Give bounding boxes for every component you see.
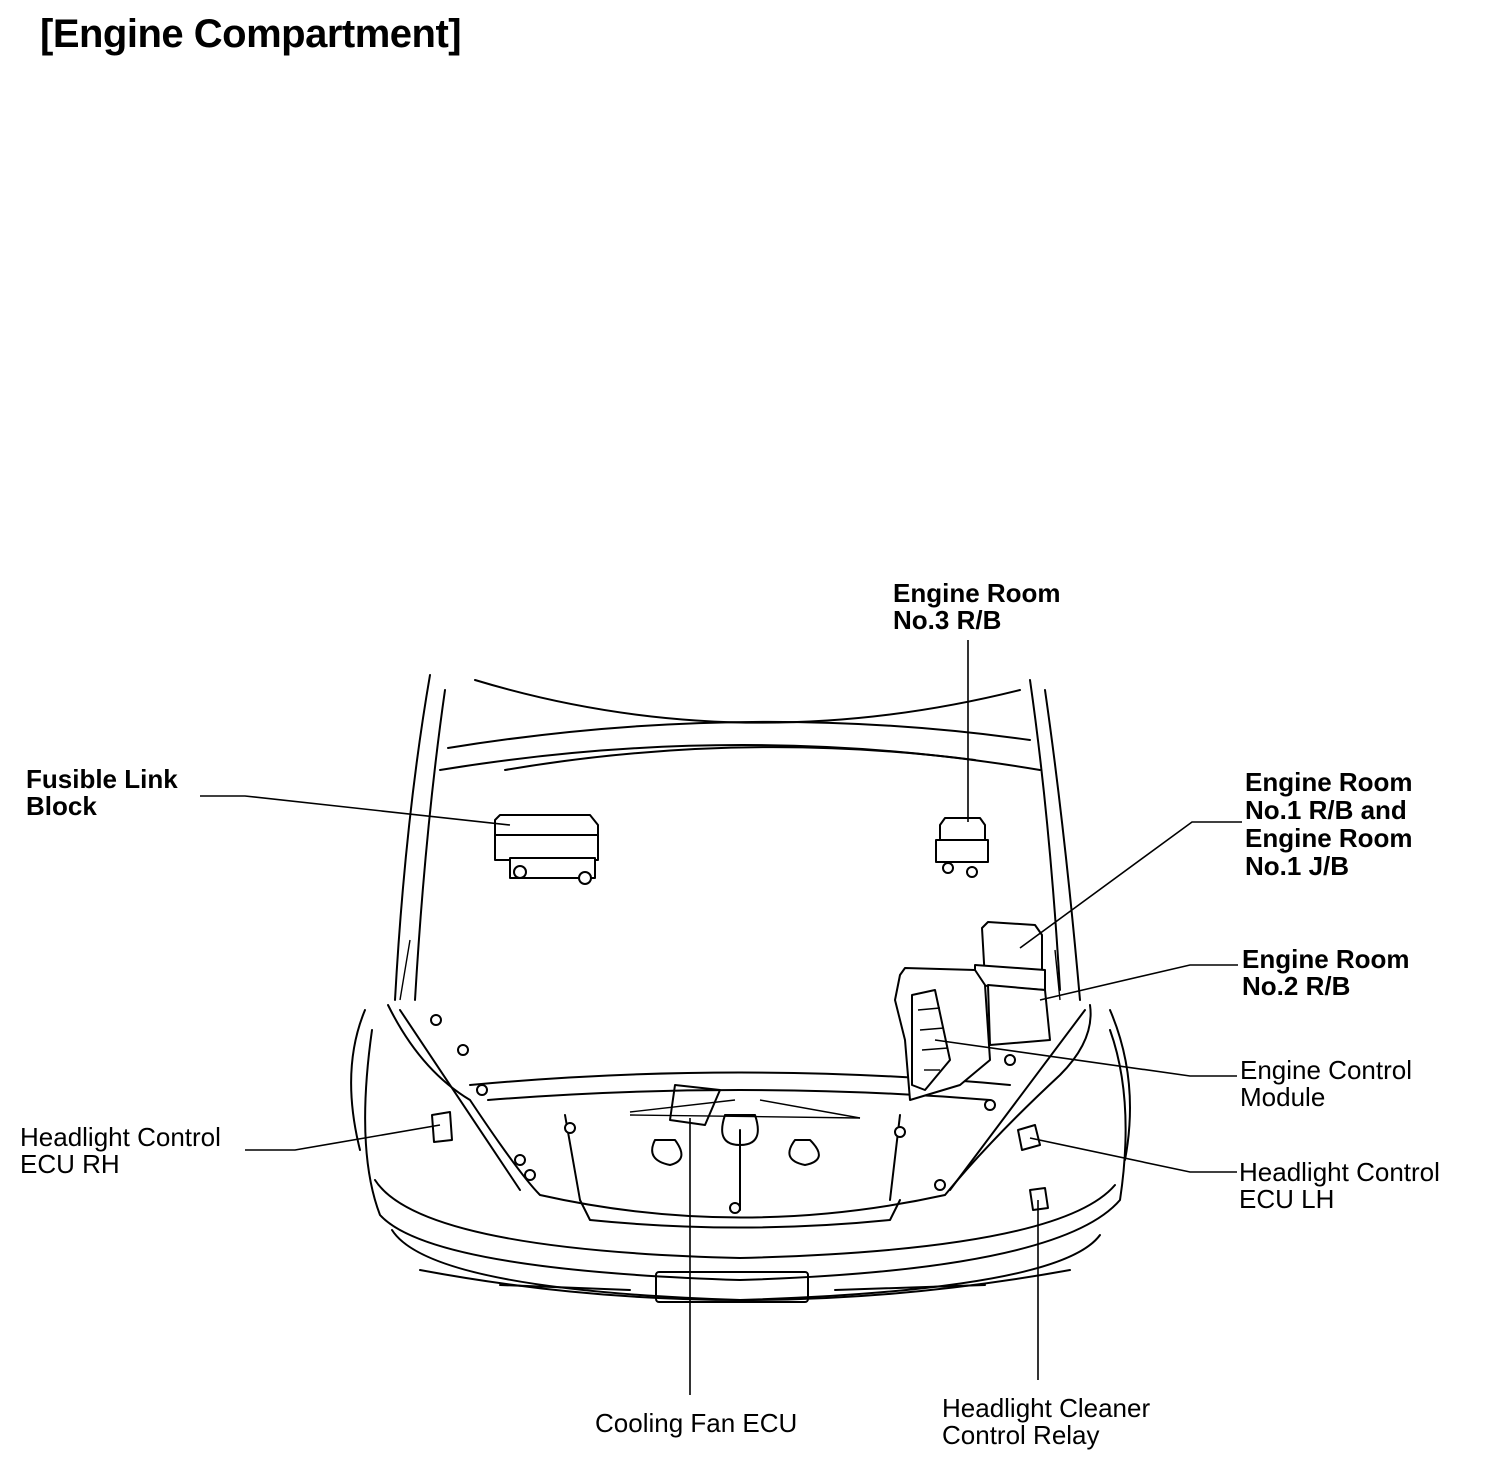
label-line: ECU RH (20, 1149, 120, 1179)
label-headlight-control-ecu-lh: Headlight Control ECU LH (1239, 1159, 1440, 1213)
label-line: No.3 R/B (893, 605, 1002, 635)
page-title: [Engine Compartment] (40, 12, 462, 56)
label-line: Engine Room (1245, 823, 1413, 853)
label-headlight-control-ecu-rh: Headlight Control ECU RH (20, 1124, 221, 1178)
label-line: Block (26, 791, 97, 821)
label-line: Cooling Fan ECU (595, 1408, 798, 1438)
label-line: Headlight Control (20, 1122, 221, 1152)
label-line: Engine Room (893, 578, 1061, 608)
headlight-control-ecu-lh-part (1017, 1124, 1041, 1151)
engine-room-no1-part (974, 921, 1046, 991)
label-line: ECU LH (1239, 1184, 1335, 1214)
fusible-link-block-part (494, 814, 599, 885)
label-line: No.1 J/B (1245, 851, 1350, 881)
engine-control-module-part (894, 967, 991, 1101)
label-engine-room-no3-rb: Engine Room No.3 R/B (893, 580, 1061, 634)
label-engine-room-no1: Engine Room No.1 R/B and Engine Room No.… (1245, 768, 1413, 880)
engine-room-no3-rb-part (935, 817, 989, 878)
headlight-cleaner-relay-part (1029, 1187, 1049, 1211)
leader-lines (200, 640, 1242, 1395)
label-line: Module (1240, 1082, 1326, 1112)
label-line: Engine Room (1242, 944, 1410, 974)
label-line: Engine Room (1245, 767, 1413, 797)
label-fusible-link-block: Fusible Link Block (26, 766, 178, 820)
car-body-outline (350, 674, 1131, 1303)
label-line: No.1 R/B and (1245, 795, 1407, 825)
label-engine-control-module: Engine Control Module (1240, 1057, 1412, 1111)
label-headlight-cleaner-control-relay: Headlight Cleaner Control Relay (942, 1395, 1150, 1449)
engine-room-no2-part (987, 984, 1051, 1046)
label-line: Headlight Control (1239, 1157, 1440, 1187)
label-line: No.2 R/B (1242, 971, 1351, 1001)
label-line: Engine Control (1240, 1055, 1412, 1085)
label-line: Fusible Link (26, 764, 178, 794)
label-engine-room-no2-rb: Engine Room No.2 R/B (1242, 946, 1410, 1000)
label-cooling-fan-ecu: Cooling Fan ECU (595, 1410, 797, 1437)
label-line: Headlight Cleaner (942, 1393, 1151, 1423)
label-line: Control Relay (942, 1420, 1100, 1450)
headlight-control-ecu-rh-part (431, 1111, 453, 1143)
